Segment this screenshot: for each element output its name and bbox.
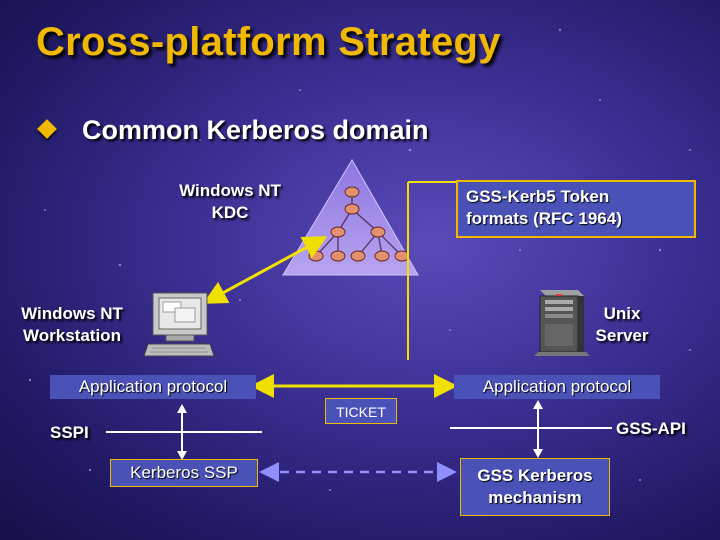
gss-kerberos-mechanism-box: GSS Kerberos mechanism xyxy=(460,458,610,516)
ticket-box: TICKET xyxy=(325,398,397,424)
gss-api-label: GSS-API xyxy=(616,418,712,440)
kdc-tree-triangle-icon xyxy=(283,160,418,275)
gss-kerb5-token-box: GSS-Kerb5 Token formats (RFC 1964) xyxy=(456,180,696,238)
windows-nt-workstation-label: Windows NT Workstation xyxy=(4,303,140,347)
unix-server-label: Unix Server xyxy=(584,303,660,347)
windows-nt-kdc-label: Windows NT KDC xyxy=(160,180,300,224)
application-protocol-left-box: Application protocol xyxy=(50,375,256,399)
tower-server-icon xyxy=(534,290,590,356)
application-protocol-right-box: Application protocol xyxy=(454,375,660,399)
desktop-computer-icon xyxy=(144,293,214,356)
kerberos-ssp-box: Kerberos SSP xyxy=(110,459,258,487)
sspi-label: SSPI xyxy=(50,422,100,444)
